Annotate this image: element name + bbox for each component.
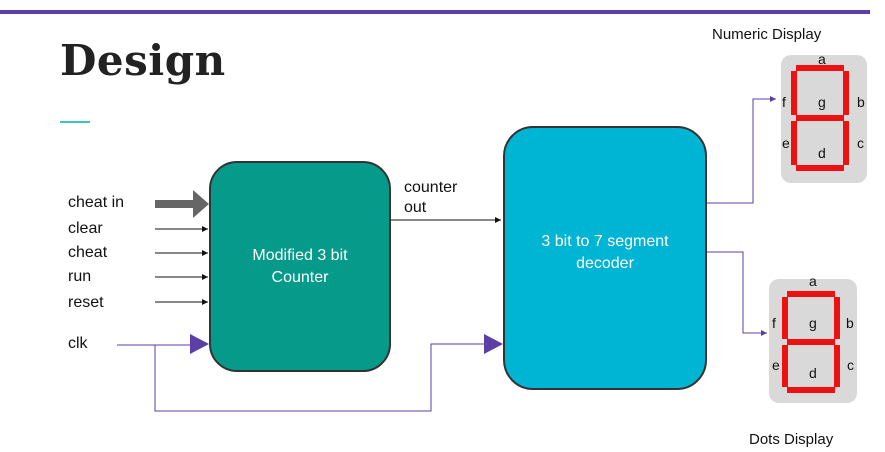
clear-label: clear xyxy=(68,220,103,237)
reset-label: reset xyxy=(68,294,104,311)
segment-b xyxy=(843,71,849,115)
top-accent-bar xyxy=(0,10,870,14)
slide-title: Design xyxy=(60,36,226,85)
segment-b xyxy=(834,297,840,339)
segment-f-label: f xyxy=(782,94,786,110)
segment-e xyxy=(782,345,788,387)
decoder-block-line2: decoder xyxy=(576,255,634,272)
segment-d xyxy=(796,165,844,171)
segment-c xyxy=(834,345,840,387)
segment-e-label: e xyxy=(772,357,780,373)
dots-output-wire xyxy=(707,251,767,336)
cheat-in-bus-arrow xyxy=(155,200,195,208)
segment-c-label: c xyxy=(857,135,864,151)
counter-out-line2: out xyxy=(404,199,427,216)
clk-label: clk xyxy=(68,335,88,352)
title-underline xyxy=(60,121,90,123)
counter-block: Modified 3 bit Counter xyxy=(209,161,391,372)
numeric-display: a f b g e c d xyxy=(781,51,867,183)
counter-block-line1: Modified 3 bit xyxy=(252,246,348,264)
segment-b-label: b xyxy=(857,94,865,110)
run-label: run xyxy=(68,268,92,285)
clk-decoder-arrowhead xyxy=(484,334,503,354)
dots-display: a f b g e c d xyxy=(769,273,857,403)
counter-out-label: counter out xyxy=(404,178,457,218)
counter-block-line2: Counter xyxy=(271,268,329,286)
segment-d-label: d xyxy=(818,145,826,161)
numeric-display-label: Numeric Display xyxy=(712,26,822,43)
segment-g xyxy=(796,115,844,121)
clk-counter-arrowhead xyxy=(190,334,209,354)
counter-out-line1: counter xyxy=(404,179,458,196)
clk-to-decoder-wire xyxy=(154,343,484,412)
segment-d-label: d xyxy=(809,365,817,381)
cheat-label: cheat xyxy=(68,244,108,261)
segment-a-label: a xyxy=(818,51,826,67)
segment-d xyxy=(787,387,835,393)
numeric-output-wire xyxy=(707,96,776,204)
segment-f xyxy=(782,297,788,339)
segment-a xyxy=(796,65,844,71)
segment-c xyxy=(843,121,849,165)
segment-g-label: g xyxy=(818,94,826,110)
segment-e-label: e xyxy=(782,135,790,151)
cheat-in-bus-arrowhead xyxy=(193,190,209,218)
segment-f-label: f xyxy=(772,315,776,331)
cheat-in-label: cheat in xyxy=(68,194,125,211)
segment-a-label: a xyxy=(809,273,817,289)
dots-display-label: Dots Display xyxy=(749,431,834,448)
segment-g xyxy=(787,339,835,345)
segment-f xyxy=(791,71,797,115)
segment-g-label: g xyxy=(809,315,817,331)
decoder-block-line1: 3 bit to 7 segment xyxy=(541,233,669,250)
segment-c-label: c xyxy=(847,357,854,373)
segment-a xyxy=(787,291,835,297)
decoder-block: 3 bit to 7 segment decoder xyxy=(503,126,707,390)
segment-e xyxy=(791,121,797,165)
segment-b-label: b xyxy=(846,315,854,331)
